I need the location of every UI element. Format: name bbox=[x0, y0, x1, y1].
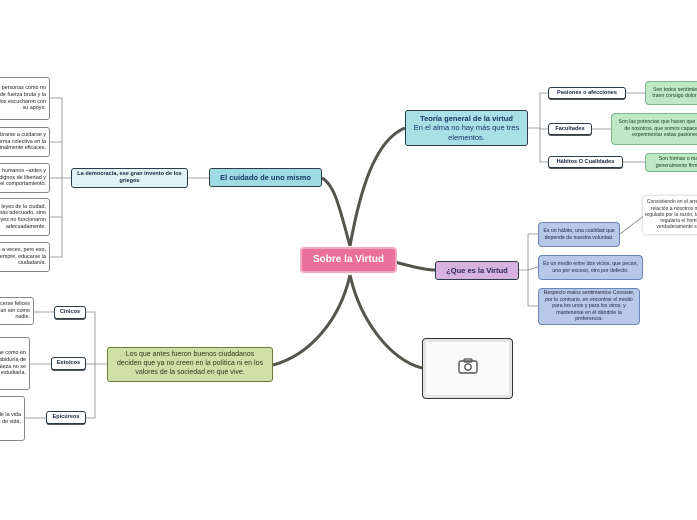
school-epicureos[interactable]: Epicúreos bbox=[46, 411, 86, 424]
school-cinicos[interactable]: Cínicos bbox=[54, 306, 86, 319]
topic-teoria-subtitle: En el alma no hay más que tres elementos… bbox=[413, 123, 520, 142]
topic-teoria-title: Teoría general de la virtud bbox=[420, 113, 513, 123]
note-razon[interactable]: Consistiendo en el arreglo de la relació… bbox=[643, 196, 697, 234]
topic-cuidado-de-uno-mismo[interactable]: El cuidado de uno mismo bbox=[209, 168, 322, 187]
leaf-cuidado-1[interactable]: Se descubrió que las personas como no te… bbox=[0, 77, 50, 120]
topic-que-es-la-virtud[interactable]: ¿Que es la Virtud bbox=[435, 261, 519, 280]
leaf-estoicos[interactable]: La mente humana tiene como en lo que se … bbox=[0, 337, 30, 390]
subtopic-malos-sentimientos[interactable]: Respecto malos sentimientos Consiste, po… bbox=[538, 288, 640, 325]
camera-icon-svg bbox=[457, 358, 478, 374]
root-topic[interactable]: Sobre la Virtud bbox=[300, 247, 397, 273]
leaf-pasiones-detail[interactable]: Son todos sentimientos que traen consigo… bbox=[645, 81, 697, 105]
leaf-cinicos[interactable]: Para hacerse felices necesitarían ser co… bbox=[0, 297, 34, 325]
subtopic-facultades[interactable]: Facultades bbox=[548, 123, 592, 135]
subtopic-medio-vicios[interactable]: Es un medio entre dos vicios, que pecan,… bbox=[538, 255, 643, 280]
subtopic-habito-cualidad[interactable]: Es un hábito, una cualidad que depende d… bbox=[538, 222, 620, 247]
leaf-facultades-detail[interactable]: Son las potencias que hacen que se diga … bbox=[611, 113, 697, 145]
leaf-cuidado-5[interactable]: A veces acierta a veces, pero eso, siemp… bbox=[0, 242, 50, 272]
leaf-cuidado-3[interactable]: Ser ciudadanos humanos –antes y después–… bbox=[0, 163, 50, 193]
subtopic-democracia[interactable]: La democracia, ese gran invento de los g… bbox=[71, 168, 188, 188]
leaf-cuidado-4[interactable]: Se ajustaba a las leyes de la ciudad, da… bbox=[0, 198, 50, 236]
topic-teoria-general[interactable]: Teoría general de la virtud En el alma n… bbox=[405, 110, 528, 146]
subtopic-habitos[interactable]: Hábitos O Cualidades bbox=[548, 156, 623, 168]
image-placeholder[interactable] bbox=[422, 338, 513, 399]
subtopic-pasiones[interactable]: Pasiones o afecciones bbox=[548, 87, 626, 99]
topic-antes-buenos-ciudadanos[interactable]: Los que antes fueron buenos ciudadanos d… bbox=[107, 347, 273, 382]
leaf-epicureos[interactable]: Para aprender de la vida conta en pocas … bbox=[0, 396, 25, 441]
camera-icon bbox=[457, 357, 478, 380]
leaf-cuidado-2[interactable]: Empezaron a acostumbrarse a cuidarse y a… bbox=[0, 127, 50, 157]
school-estoicos[interactable]: Estoicos bbox=[51, 357, 86, 370]
leaf-habitos-detail[interactable]: Son formas o maneras generalmente firmes… bbox=[645, 153, 697, 172]
